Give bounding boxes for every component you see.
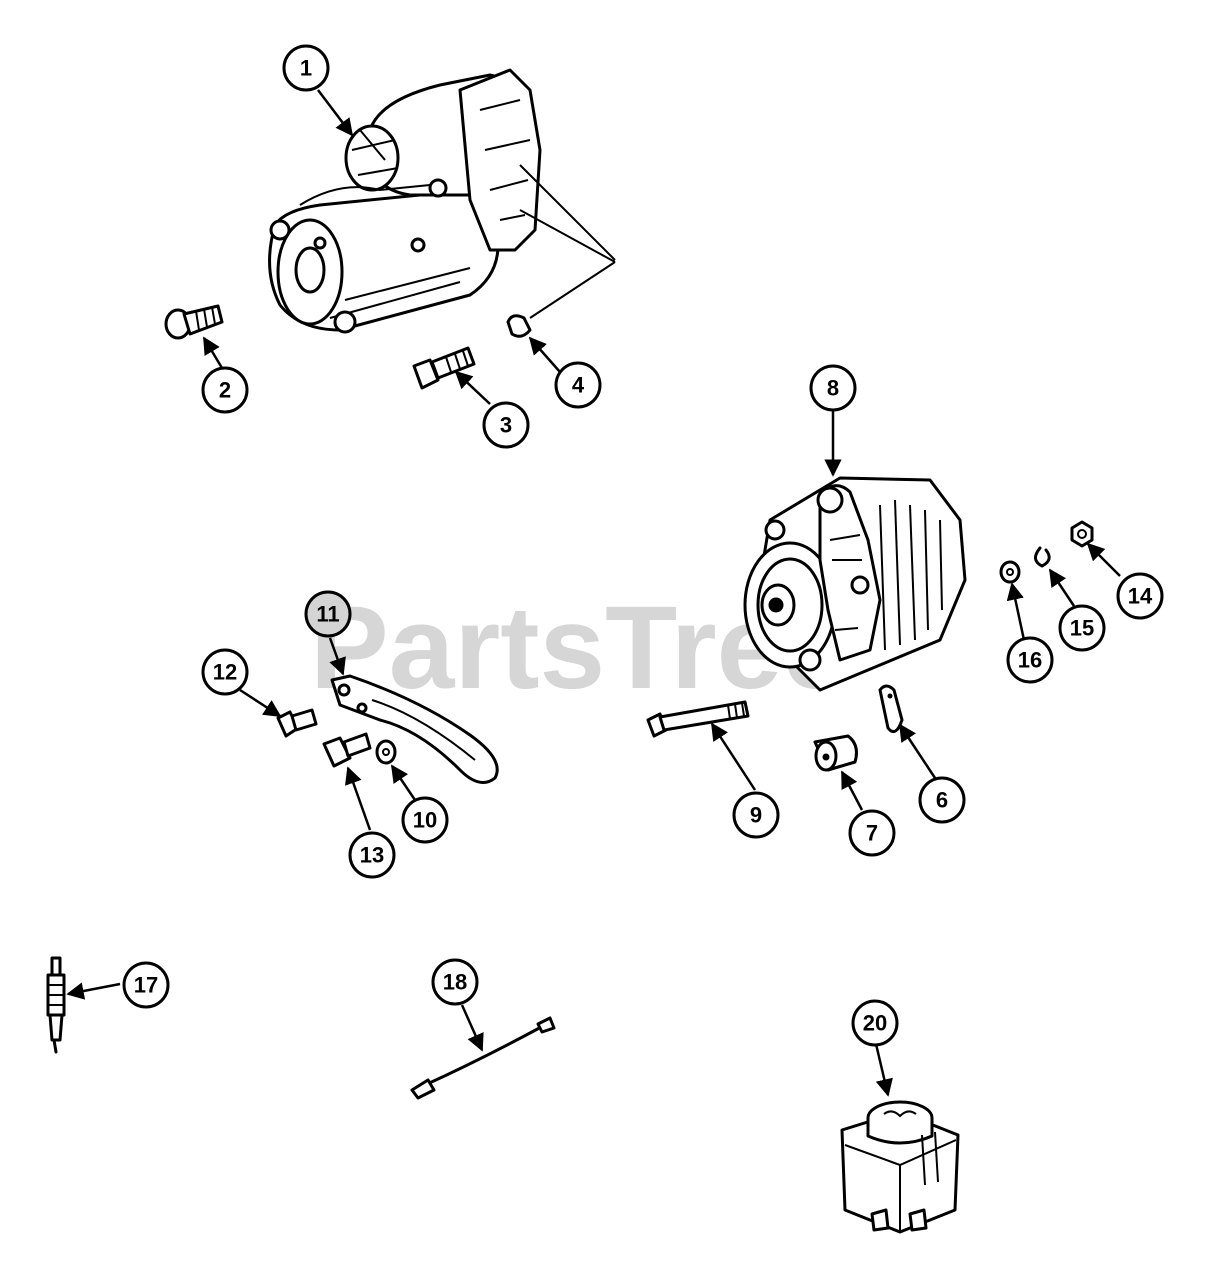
relay-20[interactable] — [840, 1100, 960, 1234]
callout-label: 2 — [219, 378, 231, 403]
callout-label: 6 — [936, 788, 948, 813]
callout-label: 12 — [213, 660, 237, 685]
callout-label: 14 — [1128, 584, 1153, 609]
callout-label: 7 — [866, 821, 878, 846]
lock-washer-15[interactable] — [1034, 546, 1051, 568]
callout-14[interactable]: 14 — [1116, 572, 1164, 620]
callout-17[interactable]: 17 — [122, 961, 170, 1009]
callout-11[interactable]: 11 — [304, 590, 352, 638]
callout-label: 11 — [316, 602, 339, 627]
callout-3[interactable]: 3 — [482, 401, 530, 449]
washer-10[interactable] — [375, 739, 397, 765]
callout-18[interactable]: 18 — [431, 958, 479, 1006]
callout-label: 18 — [443, 970, 467, 995]
bolt-12[interactable] — [276, 708, 318, 738]
callout-label: 8 — [827, 376, 839, 401]
washer-16[interactable] — [999, 560, 1021, 584]
callout-4[interactable]: 4 — [554, 361, 602, 409]
callout-6[interactable]: 6 — [918, 776, 966, 824]
callout-label: 13 — [360, 843, 384, 868]
leader-lines — [66, 89, 1121, 1097]
callout-10[interactable]: 10 — [401, 796, 449, 844]
long-bolt-9[interactable] — [646, 700, 750, 738]
callout-12[interactable]: 12 — [201, 648, 249, 696]
callout-8[interactable]: 8 — [809, 364, 857, 412]
nut-14[interactable] — [1070, 520, 1094, 548]
alternator[interactable] — [743, 476, 967, 692]
callout-label: 3 — [500, 413, 512, 438]
callout-20[interactable]: 20 — [851, 999, 899, 1047]
callout-label: 9 — [750, 803, 762, 828]
callout-2[interactable]: 2 — [201, 366, 249, 414]
bolt-2[interactable] — [164, 304, 224, 340]
callout-label: 17 — [134, 973, 158, 998]
callout-label: 4 — [572, 373, 585, 398]
plate-6[interactable] — [878, 684, 904, 734]
callout-15[interactable]: 15 — [1058, 604, 1106, 652]
spacer-7[interactable] — [813, 734, 858, 772]
callout-label: 1 — [300, 56, 312, 81]
callout-1[interactable]: 1 — [282, 44, 330, 92]
wire-18[interactable] — [410, 1016, 556, 1100]
washer-4[interactable] — [506, 314, 532, 338]
callout-9[interactable]: 9 — [732, 791, 780, 839]
glow-plug-17[interactable] — [46, 956, 66, 1054]
starter-motor[interactable] — [268, 68, 616, 334]
bracket-11[interactable] — [330, 674, 499, 784]
callout-7[interactable]: 7 — [848, 809, 896, 857]
callout-16[interactable]: 16 — [1006, 636, 1054, 684]
callout-label: 10 — [413, 808, 437, 833]
callout-13[interactable]: 13 — [348, 831, 396, 879]
callout-label: 15 — [1070, 616, 1094, 641]
bolt-13[interactable] — [322, 732, 372, 768]
callout-label: 20 — [863, 1011, 887, 1036]
callout-label: 16 — [1018, 648, 1042, 673]
bolt-3[interactable] — [412, 346, 476, 390]
